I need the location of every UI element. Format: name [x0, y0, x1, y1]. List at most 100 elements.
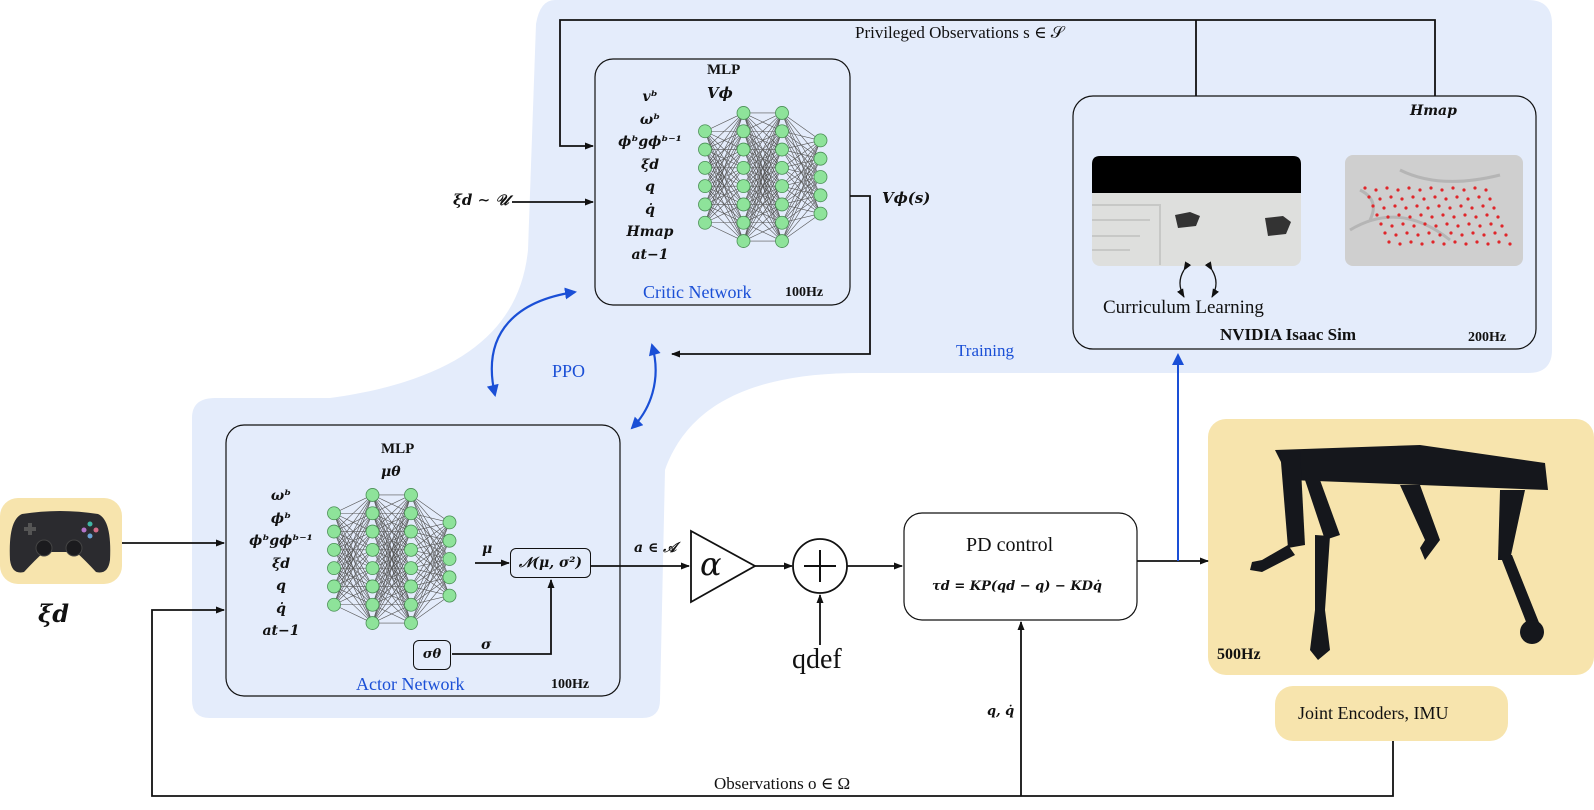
- heightmap-sample-dot: [1496, 215, 1500, 219]
- nn-node: [404, 597, 418, 612]
- heightmap-sample-dot: [1371, 204, 1375, 208]
- nn-edge: [781, 140, 821, 205]
- actor-input: ϕᵇgϕᵇ⁻¹: [249, 533, 313, 549]
- nn-edge: [410, 540, 450, 624]
- pd-control-equation: τd = KP(qd − q) − KDq̇: [932, 579, 1102, 594]
- heightmap-sample-dot: [1418, 188, 1422, 192]
- nn-node: [365, 542, 380, 557]
- simulator-rate: 200Hz: [1468, 330, 1507, 345]
- heightmap-sample-dot: [1407, 186, 1411, 190]
- nn-node: [404, 506, 418, 521]
- heightmap-sample-dot: [1434, 224, 1438, 228]
- heightmap-sample-dot: [1486, 242, 1490, 246]
- nn-node: [736, 124, 751, 139]
- heightmap-sample-dot: [1404, 206, 1408, 210]
- nn-node: [442, 588, 457, 603]
- nn-edge: [333, 513, 373, 605]
- heightmap-sample-dot: [1471, 231, 1475, 235]
- xi-uniform-label: ξd ∼ 𝒰: [453, 191, 509, 209]
- nn-node: [736, 142, 751, 157]
- heightmap-sample-dot: [1409, 240, 1413, 244]
- actor-network-title: Actor Network: [356, 674, 465, 694]
- observations-label: Observations o ∈ Ω: [714, 774, 851, 793]
- actor-input: ϕᵇ: [270, 510, 292, 527]
- actor-rate: 100Hz: [551, 677, 590, 692]
- pd-control-title: PD control: [966, 534, 1054, 556]
- nn-node: [404, 542, 418, 557]
- heightmap-sample-dot: [1394, 233, 1398, 237]
- nn-edge: [333, 494, 373, 514]
- nn-edge: [372, 494, 412, 514]
- heightmap-sample-dot: [1442, 242, 1446, 246]
- qdef-label: qdef: [792, 644, 842, 675]
- actor-input: q: [276, 578, 286, 594]
- nn-edge: [410, 494, 450, 523]
- heightmap-sample-dot: [1451, 186, 1455, 190]
- nn-node: [365, 561, 380, 576]
- nn-node: [813, 206, 828, 221]
- critic-network-box: [594, 58, 851, 306]
- heightmap-sample-dot: [1464, 242, 1468, 246]
- mu-label: μ: [482, 541, 493, 557]
- quadruped-robot-image: [1250, 445, 1548, 660]
- heightmap-sample-dot: [1437, 204, 1441, 208]
- nn-node: [698, 124, 712, 139]
- heightmap-sample-dot: [1488, 197, 1492, 201]
- nn-node: [365, 579, 380, 594]
- nn-edge: [372, 494, 412, 569]
- nn-node: [327, 561, 341, 576]
- heightmap-sample-dot: [1405, 231, 1409, 235]
- nn-node: [775, 215, 789, 230]
- nn-edge: [333, 604, 373, 624]
- pd-control-box: [903, 512, 1138, 621]
- nn-node: [698, 160, 712, 175]
- heightmap-sample-dot: [1382, 206, 1386, 210]
- nn-node: [736, 215, 751, 230]
- nn-edge: [743, 185, 783, 242]
- nn-edge: [781, 140, 821, 169]
- nn-edge: [704, 167, 744, 223]
- nn-edge: [743, 112, 783, 242]
- nn-edge: [743, 204, 783, 242]
- heightmap-sample-dot: [1455, 195, 1459, 199]
- nn-node: [775, 160, 789, 175]
- nn-edge: [372, 494, 412, 624]
- nn-edge: [781, 195, 821, 242]
- actor-input: q̇: [276, 600, 286, 617]
- heightmap-sample-dot: [1390, 224, 1394, 228]
- nn-node: [736, 179, 751, 194]
- actor-mlp-graph: [327, 488, 457, 630]
- heightmap-sample-dot: [1433, 195, 1437, 199]
- heightmap-sample-dot: [1440, 188, 1444, 192]
- privileged-observations-label: Privileged Observations s ∈ 𝒮: [855, 23, 1064, 42]
- critic-inputs-list: vᵇ ωᵇ ϕᵇgϕᵇ⁻¹ ξd q q̇ Hmap at−1: [605, 86, 695, 266]
- heightmap-sample-dot: [1363, 186, 1367, 190]
- heightmap-sample-dot: [1441, 213, 1445, 217]
- nn-edge: [704, 112, 744, 132]
- nn-node: [327, 542, 341, 557]
- heightmap-sample-dot: [1459, 204, 1463, 208]
- privileged-obs-line: [559, 19, 1436, 150]
- nn-node: [404, 524, 418, 539]
- nn-edge: [743, 112, 783, 205]
- nn-node: [775, 106, 789, 120]
- critic-input: at−1: [631, 246, 669, 263]
- nn-node: [775, 124, 789, 139]
- nn-node: [404, 561, 418, 576]
- nn-node: [327, 579, 341, 594]
- heightmap-sample-dot: [1416, 233, 1420, 237]
- heightmap-sample-dot: [1412, 224, 1416, 228]
- nn-edge: [781, 158, 821, 242]
- nn-node: [813, 170, 828, 184]
- heightmap-sample-dot: [1386, 215, 1390, 219]
- heightmap-sample-dot: [1504, 233, 1508, 237]
- q-feedback-label: q, q̇: [987, 704, 1015, 719]
- heightmap-sample-dot: [1493, 231, 1497, 235]
- heightmap-sample-dot: [1398, 242, 1402, 246]
- critic-input: ξd: [640, 156, 660, 173]
- nn-node: [775, 197, 789, 212]
- robot-rate: 500Hz: [1217, 646, 1261, 663]
- nn-edge: [781, 176, 821, 242]
- nn-edge: [410, 522, 450, 587]
- heightmap-label: Hmap: [1410, 103, 1457, 119]
